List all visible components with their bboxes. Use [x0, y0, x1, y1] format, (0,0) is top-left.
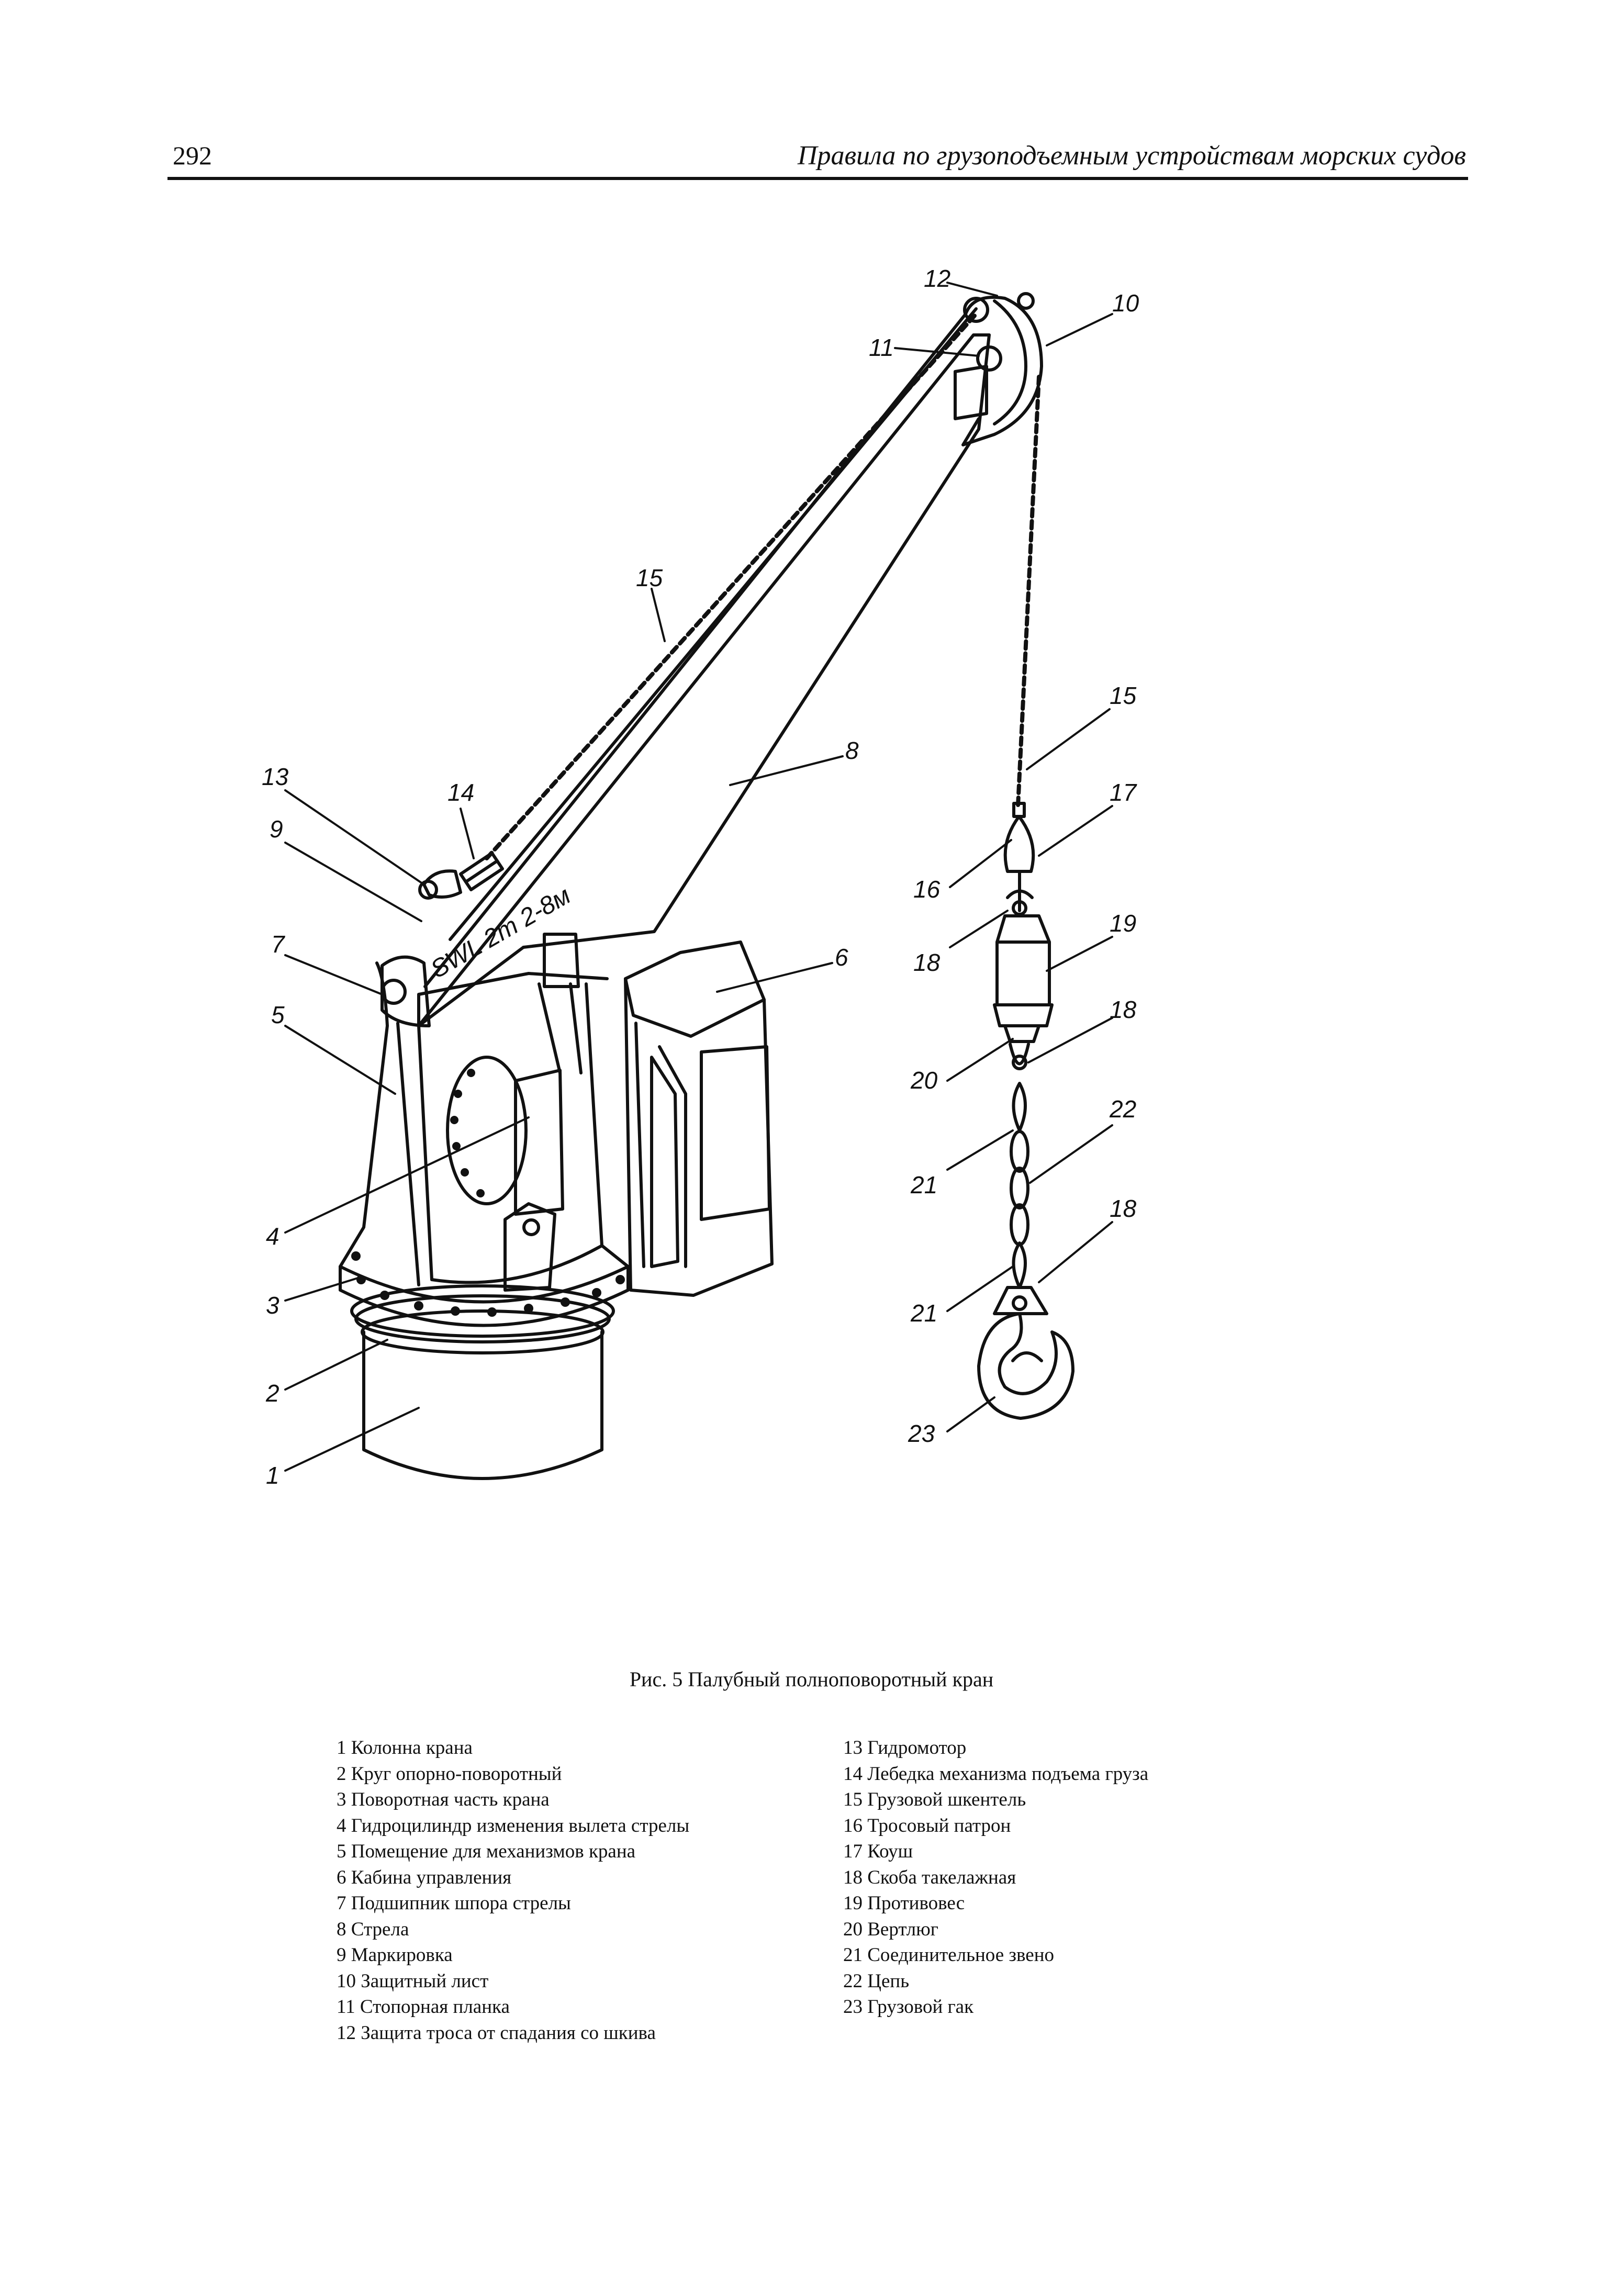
callout-15-boom: 15	[636, 564, 663, 591]
legend-item: 12 Защита троса от спадания со шкива	[337, 2022, 656, 2044]
header-rule	[167, 177, 1468, 180]
boom-head	[954, 292, 1043, 446]
running-title: Правила по грузоподъемным устройствам мо…	[797, 141, 1466, 171]
legend-item: 14 Лебедка механизма подъема груза	[843, 1763, 1149, 1785]
callout-7: 7	[271, 931, 285, 958]
legend-item: 10 Защитный лист	[337, 1970, 489, 1992]
callout-labels: 1 2 3 4 5 6 7 8 9 10 11 12 13 14 15 15 1…	[262, 265, 1139, 1489]
legend-item: 9 Маркировка	[337, 1944, 453, 1966]
hoist-rope-along-boom	[485, 312, 978, 860]
page-number: 292	[173, 141, 212, 170]
callout-16: 16	[913, 876, 941, 903]
legend-item: 4 Гидроцилиндр изменения вылета стрелы	[337, 1815, 690, 1836]
legend-item: 21 Соединительное звено	[843, 1944, 1054, 1966]
callout-23: 23	[908, 1420, 935, 1447]
swivel	[1003, 1024, 1040, 1043]
legend-item: 15 Грузовой шкентель	[843, 1789, 1026, 1810]
callout-11: 11	[869, 334, 894, 361]
legend-item: 23 Грузовой гак	[843, 1996, 974, 2018]
legend-item: 17 Коуш	[843, 1841, 913, 1862]
hoist-winch	[459, 852, 504, 891]
figure-caption: Рис. 5 Палубный полноповоротный кран	[629, 1667, 994, 1691]
callout-9: 9	[270, 815, 283, 843]
callout-13: 13	[262, 763, 289, 790]
legend-item: 13 Гидромотор	[843, 1737, 967, 1759]
legend-item: 16 Тросовый патрон	[843, 1815, 1011, 1836]
legend-item: 18 Скоба такелажная	[843, 1866, 1016, 1888]
hoist-rope-vertical	[1016, 375, 1041, 808]
callout-2: 2	[265, 1380, 279, 1407]
legend-item: 20 Вертлюг	[843, 1918, 938, 1940]
legend-item: 8 Стрела	[337, 1918, 409, 1940]
shackle-lower	[993, 1286, 1048, 1315]
shackle-middle	[1009, 1043, 1030, 1070]
leader-lines	[284, 282, 1113, 1472]
callout-20: 20	[910, 1067, 938, 1094]
callout-3: 3	[266, 1292, 279, 1319]
callout-17: 17	[1110, 779, 1137, 806]
legend-item: 11 Стопорная планка	[337, 1996, 510, 2018]
slewing-ring	[350, 1284, 615, 1343]
thimble	[1003, 815, 1035, 873]
shackle-upper	[1006, 870, 1034, 916]
chain	[1010, 1082, 1029, 1289]
rope-socket	[1012, 802, 1026, 818]
callout-21-upper: 21	[910, 1171, 937, 1199]
legend-item: 5 Помещение для механизмов крана	[337, 1841, 636, 1862]
callout-15-rope: 15	[1110, 682, 1137, 709]
crane-drawing: 1 2 3 4 5 6 7 8 9 10 11 12 13 14 15 15 1…	[262, 265, 1139, 1489]
legend-right: 13 Гидромотор 14 Лебедка механизма подъе…	[843, 1735, 1148, 2020]
callout-21-lower: 21	[910, 1300, 937, 1327]
luffing-cylinder	[503, 933, 583, 1292]
callout-4: 4	[266, 1223, 279, 1250]
callout-6: 6	[835, 944, 848, 971]
legend-left: 1 Колонна крана 2 Круг опорно-поворотный…	[337, 1735, 689, 2046]
crane-figure: 1 2 3 4 5 6 7 8 9 10 11 12 13 14 15 15 1…	[262, 265, 1139, 1489]
callout-18-upper: 18	[913, 949, 941, 976]
callout-18-lower: 18	[1110, 1195, 1137, 1222]
legend-item: 7 Подшипник шпора стрелы	[337, 1892, 571, 1914]
callout-18-middle: 18	[1110, 996, 1137, 1023]
callout-5: 5	[271, 1001, 285, 1028]
callout-12: 12	[924, 265, 950, 292]
callout-10: 10	[1112, 289, 1139, 317]
callout-8: 8	[845, 737, 859, 764]
counterweight	[993, 914, 1054, 1027]
legend-item: 2 Круг опорно-поворотный	[337, 1763, 562, 1785]
boom-foot-bearing	[380, 955, 431, 1027]
legend-item: 22 Цепь	[843, 1970, 910, 1992]
crane-column	[361, 1309, 605, 1480]
legend-item: 19 Противовес	[843, 1892, 965, 1914]
legend-item: 1 Колонна крана	[337, 1737, 473, 1759]
callout-19: 19	[1110, 910, 1136, 937]
hydraulic-motor	[418, 869, 462, 900]
legend-item: 3 Поворотная часть крана	[337, 1789, 550, 1810]
rotating-flange	[339, 1251, 630, 1327]
control-cabin	[624, 940, 774, 1297]
callout-22: 22	[1109, 1095, 1136, 1123]
callout-14: 14	[447, 779, 474, 806]
hydraulic-motor-flange	[446, 1056, 528, 1205]
legend-item: 6 Кабина управления	[337, 1866, 512, 1888]
callout-1: 1	[266, 1462, 279, 1489]
cargo-hook	[977, 1312, 1074, 1420]
